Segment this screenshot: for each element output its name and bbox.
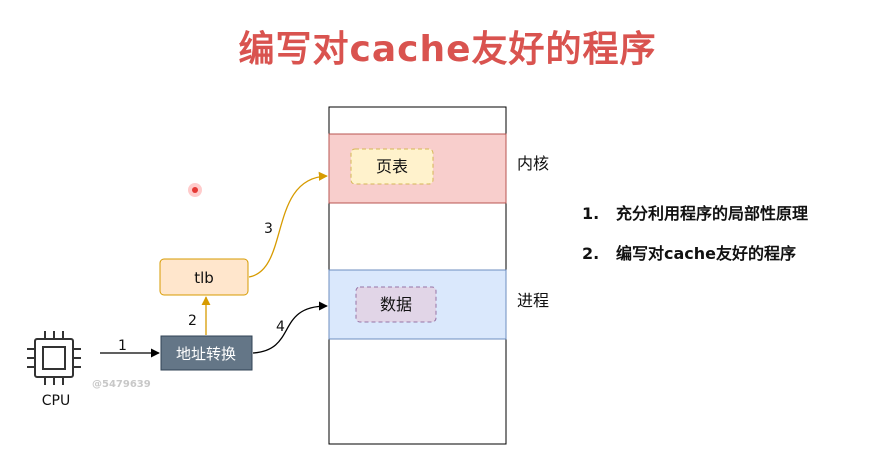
list-item-text: 充分利用程序的局部性原理 (616, 204, 809, 223)
data-box (355, 286, 437, 323)
key-points-list: 1. 充分利用程序的局部性原理 2. 编写对cache友好的程序 (582, 200, 808, 280)
page-table-box (350, 148, 434, 185)
list-item-number: 2. (582, 244, 600, 263)
arrow-label-3: 3 (264, 221, 273, 237)
arrow-label-2: 2 (188, 313, 197, 329)
tlb-box (159, 258, 249, 296)
pointer-dot-core (192, 187, 198, 193)
kernel-label: 内核 (517, 154, 549, 173)
slide-title: 编写对cache友好的程序 (238, 29, 657, 70)
page-table-label: 页表 (376, 157, 408, 176)
process-label: 进程 (517, 291, 549, 310)
list-item: 2. 编写对cache友好的程序 (582, 240, 808, 280)
list-item: 1. 充分利用程序的局部性原理 (582, 200, 808, 240)
arrow-label-4: 4 (276, 319, 285, 335)
data-label: 数据 (380, 295, 412, 314)
cpu-icon (27, 331, 81, 385)
arrow-label-1: 1 (118, 338, 127, 354)
list-item-text: 编写对cache友好的程序 (616, 244, 797, 263)
arrow-tlb-to-page-table (248, 171, 328, 278)
tlb-label: tlb (194, 269, 214, 287)
address-translation-box (160, 335, 253, 371)
cpu-label: CPU (42, 393, 70, 409)
arrow-translation-to-data (252, 301, 328, 354)
watermark: @5479639 (92, 379, 151, 390)
list-item-number: 1. (582, 204, 600, 223)
address-translation-label: 地址转换 (176, 345, 236, 363)
